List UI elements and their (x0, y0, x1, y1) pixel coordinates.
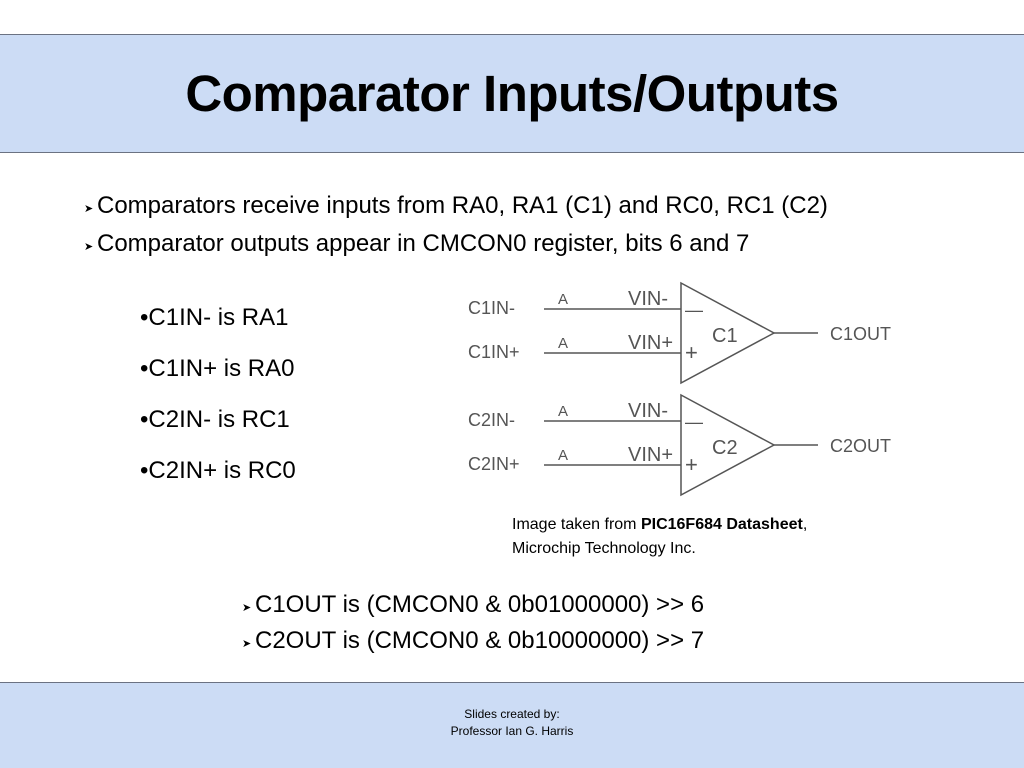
arrowhead-bullet-icon: ➤ (84, 203, 94, 215)
bullet-text: Comparators receive inputs from RA0, RA1… (97, 192, 828, 219)
vin-pos-label: VIN+ (628, 444, 673, 466)
plus-sign: + (685, 452, 698, 477)
input-label-c1in-pos: C1IN+ (468, 342, 520, 362)
output-label-c1out: C1OUT (830, 324, 891, 344)
plus-sign: + (685, 340, 698, 365)
comparator-c1: C1IN- C1IN+ A A VIN- VIN+ — + C1 C1OUT (468, 281, 891, 385)
bullet-text: Comparator outputs appear in CMCON0 regi… (97, 230, 750, 257)
input-label-c1in-neg: C1IN- (468, 298, 515, 318)
bottom-bullet-list: ➤ C1OUT is (CMCON0 & 0b01000000) >> 6 ➤ … (242, 589, 704, 661)
vin-pos-label: VIN+ (628, 332, 673, 354)
comparator-triangle (680, 393, 776, 497)
arrowhead-bullet-icon: ➤ (242, 638, 252, 650)
comparator-name: C2 (712, 437, 738, 459)
comparator-triangle (680, 281, 776, 385)
credit-line-1: Slides created by: (464, 707, 560, 721)
slide-credit: Slides created by: Professor Ian G. Harr… (0, 683, 1024, 740)
minus-sign: — (685, 412, 703, 432)
pin-mapping-item: •C1IN- is RA1 (140, 304, 289, 331)
input-label-c2in-pos: C2IN+ (468, 454, 520, 474)
arrowhead-bullet-icon: ➤ (84, 241, 94, 253)
slide-title: Comparator Inputs/Outputs (185, 65, 839, 122)
output-label-c2out: C2OUT (830, 436, 891, 456)
pin-mapping-item: •C2IN+ is RC0 (140, 457, 296, 484)
comparator-name: C1 (712, 325, 738, 347)
pin-mapping-item: •C2IN- is RC1 (140, 406, 290, 433)
caption-line-2: Microchip Technology Inc. (512, 540, 696, 557)
analog-mark: A (558, 447, 568, 464)
input-label-c2in-neg: C2IN- (468, 410, 515, 430)
bullet-text: C2OUT is (CMCON0 & 0b10000000) >> 7 (255, 627, 705, 654)
credit-line-2: Professor Ian G. Harris (450, 724, 574, 738)
comparator-diagram: C1IN- C1IN+ A A VIN- VIN+ — + C1 C1OUT C… (468, 281, 891, 497)
pin-mapping-item: •C1IN+ is RA0 (140, 355, 295, 382)
caption-suffix: , (802, 516, 808, 533)
footer-band: Slides created by: Professor Ian G. Harr… (0, 682, 1024, 768)
vin-neg-label: VIN- (628, 288, 668, 310)
analog-mark: A (558, 291, 568, 308)
caption-line-1: Image taken from PIC16F684 Datasheet, (512, 513, 807, 537)
arrowhead-bullet-icon: ➤ (242, 602, 252, 614)
title-band: Comparator Inputs/Outputs (0, 34, 1024, 153)
caption-source: PIC16F684 Datasheet (640, 516, 803, 533)
list-item: ➤ C1OUT is (CMCON0 & 0b01000000) >> 6 (242, 589, 704, 625)
list-item: ➤ Comparators receive inputs from RA0, R… (84, 189, 828, 227)
analog-mark: A (558, 403, 568, 420)
comparator-c2: C2IN- C2IN+ A A VIN- VIN+ — + C2 C2OUT (468, 393, 891, 497)
list-item: ➤ Comparator outputs appear in CMCON0 re… (84, 227, 828, 265)
image-caption: Image taken from PIC16F684 Datasheet, Mi… (512, 513, 807, 561)
top-bullet-list: ➤ Comparators receive inputs from RA0, R… (84, 189, 828, 265)
bullet-text: C1OUT is (CMCON0 & 0b01000000) >> 6 (255, 591, 705, 618)
list-item: ➤ C2OUT is (CMCON0 & 0b10000000) >> 7 (242, 625, 704, 661)
caption-prefix: Image taken from (512, 516, 641, 533)
vin-neg-label: VIN- (628, 400, 668, 422)
minus-sign: — (685, 300, 703, 320)
analog-mark: A (558, 335, 568, 352)
pin-mapping-list: •C1IN- is RA1 •C1IN+ is RA0 •C2IN- is RC… (140, 300, 296, 504)
